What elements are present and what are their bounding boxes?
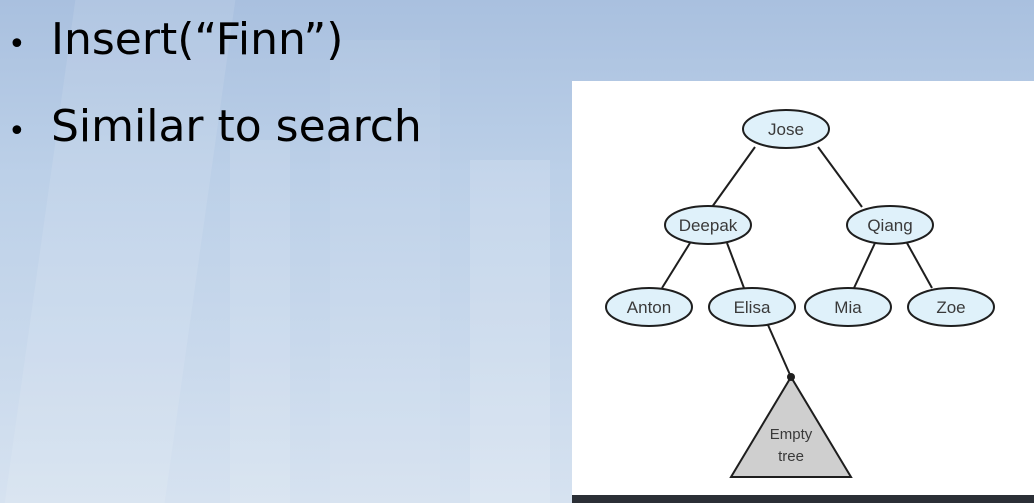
node-zoe: Zoe — [907, 287, 995, 327]
bst-figure: Jose Deepak Qiang Anton Elisa Mia Zoe — [572, 81, 1034, 495]
edge-elisa-empty — [767, 324, 792, 378]
figure-bottom-border — [572, 495, 1034, 503]
bullet-text: Similar to search — [51, 101, 422, 152]
edge-jose-qiang — [817, 146, 863, 208]
edge-qiang-zoe — [906, 242, 933, 289]
bullet-list: • Insert(“Finn”) • Similar to search — [8, 0, 422, 154]
tree-edges — [661, 146, 933, 378]
edge-deepak-anton — [661, 242, 691, 289]
node-label-elisa: Elisa — [734, 298, 771, 317]
node-label-anton: Anton — [627, 298, 671, 317]
node-label-jose: Jose — [768, 120, 804, 139]
insertion-point — [787, 373, 795, 381]
node-label-deepak: Deepak — [679, 216, 738, 235]
bst-diagram: Jose Deepak Qiang Anton Elisa Mia Zoe — [605, 109, 995, 478]
node-elisa: Elisa — [708, 287, 796, 327]
bullet-item-similar: • Similar to search — [8, 105, 422, 154]
node-anton: Anton — [605, 287, 693, 327]
bullet-dot-icon: • — [8, 27, 26, 62]
edge-jose-deepak — [711, 146, 756, 208]
node-label-zoe: Zoe — [936, 298, 965, 317]
edge-deepak-elisa — [726, 242, 745, 289]
node-jose: Jose — [742, 109, 830, 149]
empty-tree-label-line2: tree — [778, 448, 804, 465]
node-deepak: Deepak — [664, 205, 752, 245]
edge-qiang-mia — [853, 242, 876, 289]
bullet-text: Insert(“Finn”) — [51, 14, 344, 65]
node-label-qiang: Qiang — [867, 216, 912, 235]
empty-subtree: Empty tree — [729, 373, 853, 478]
bullet-item-insert: • Insert(“Finn”) — [8, 18, 422, 67]
bullet-dot-icon: • — [8, 114, 26, 149]
node-label-mia: Mia — [834, 298, 862, 317]
empty-tree-label-line1: Empty — [770, 426, 813, 443]
node-qiang: Qiang — [846, 205, 934, 245]
node-mia: Mia — [804, 287, 892, 327]
